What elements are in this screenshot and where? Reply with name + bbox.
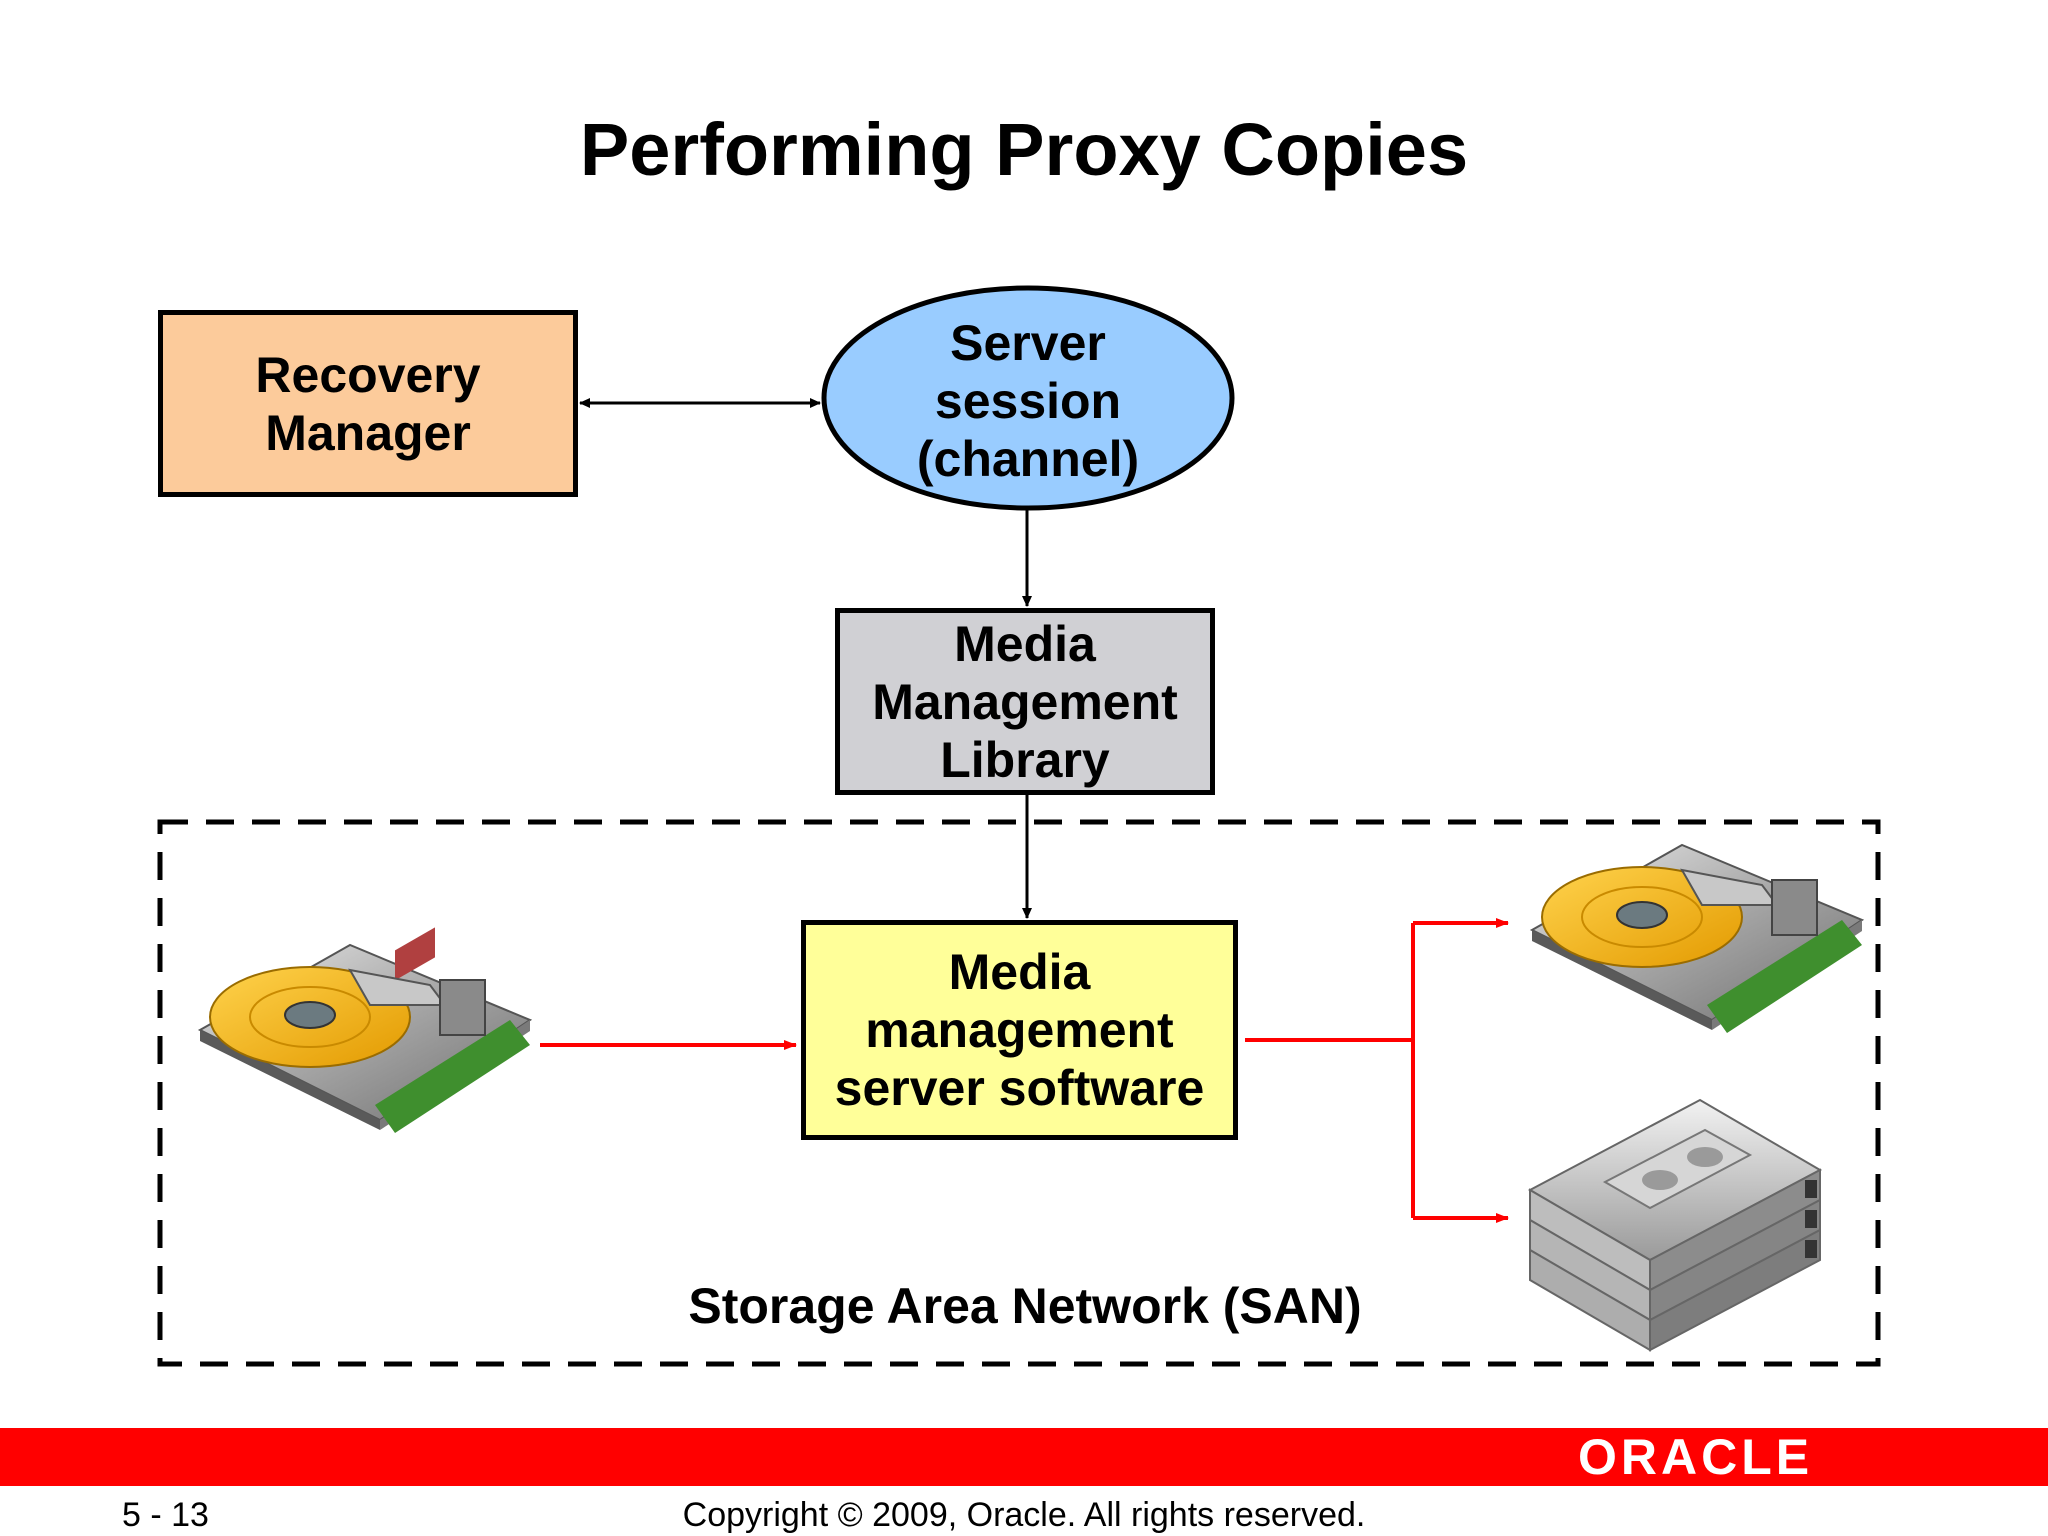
recovery-manager-label: Recovery Manager: [255, 346, 480, 462]
oracle-logo: ORACLE: [1578, 1429, 1814, 1485]
san-boundary: [157, 819, 1881, 1367]
server-session-line-3: (channel): [916, 431, 1140, 487]
slide-title: Performing Proxy Copies: [579, 108, 1469, 191]
tape-library-icon: [1527, 1098, 1823, 1352]
media-management-library-label: Media Management Library: [872, 615, 1178, 789]
recovery-manager-line-2: Manager: [265, 404, 471, 461]
media-server-software-node: Media management server software: [801, 920, 1238, 1140]
copyright-notice: Copyright © 2009, Oracle. All rights res…: [682, 1496, 1366, 1534]
recovery-manager-line-1: Recovery: [255, 346, 481, 403]
media-management-library-node: Media Management Library: [835, 608, 1215, 795]
library-line-2: Management: [872, 673, 1178, 730]
server-software-line-1: Media: [948, 944, 1091, 1000]
server-session-line-2: session: [934, 373, 1122, 429]
server-software-line-3: server software: [834, 1060, 1205, 1116]
footer-bar: [0, 1428, 2048, 1486]
destination-disk-icon: [1529, 843, 1865, 1033]
san-label: Storage Area Network (SAN): [688, 1278, 1362, 1334]
server-session-node: [821, 285, 1235, 511]
server-software-line-2: management: [865, 1002, 1174, 1058]
media-server-software-label: Media management server software: [835, 943, 1205, 1117]
server-session-label: Server session (channel): [828, 314, 1228, 488]
recovery-manager-node: Recovery Manager: [158, 310, 578, 497]
page-number: 5 - 13: [122, 1496, 209, 1534]
library-line-3: Library: [940, 731, 1110, 788]
source-disk-icon: [197, 927, 533, 1133]
server-session-line-1: Server: [950, 315, 1106, 371]
library-line-1: Media: [954, 615, 1096, 672]
